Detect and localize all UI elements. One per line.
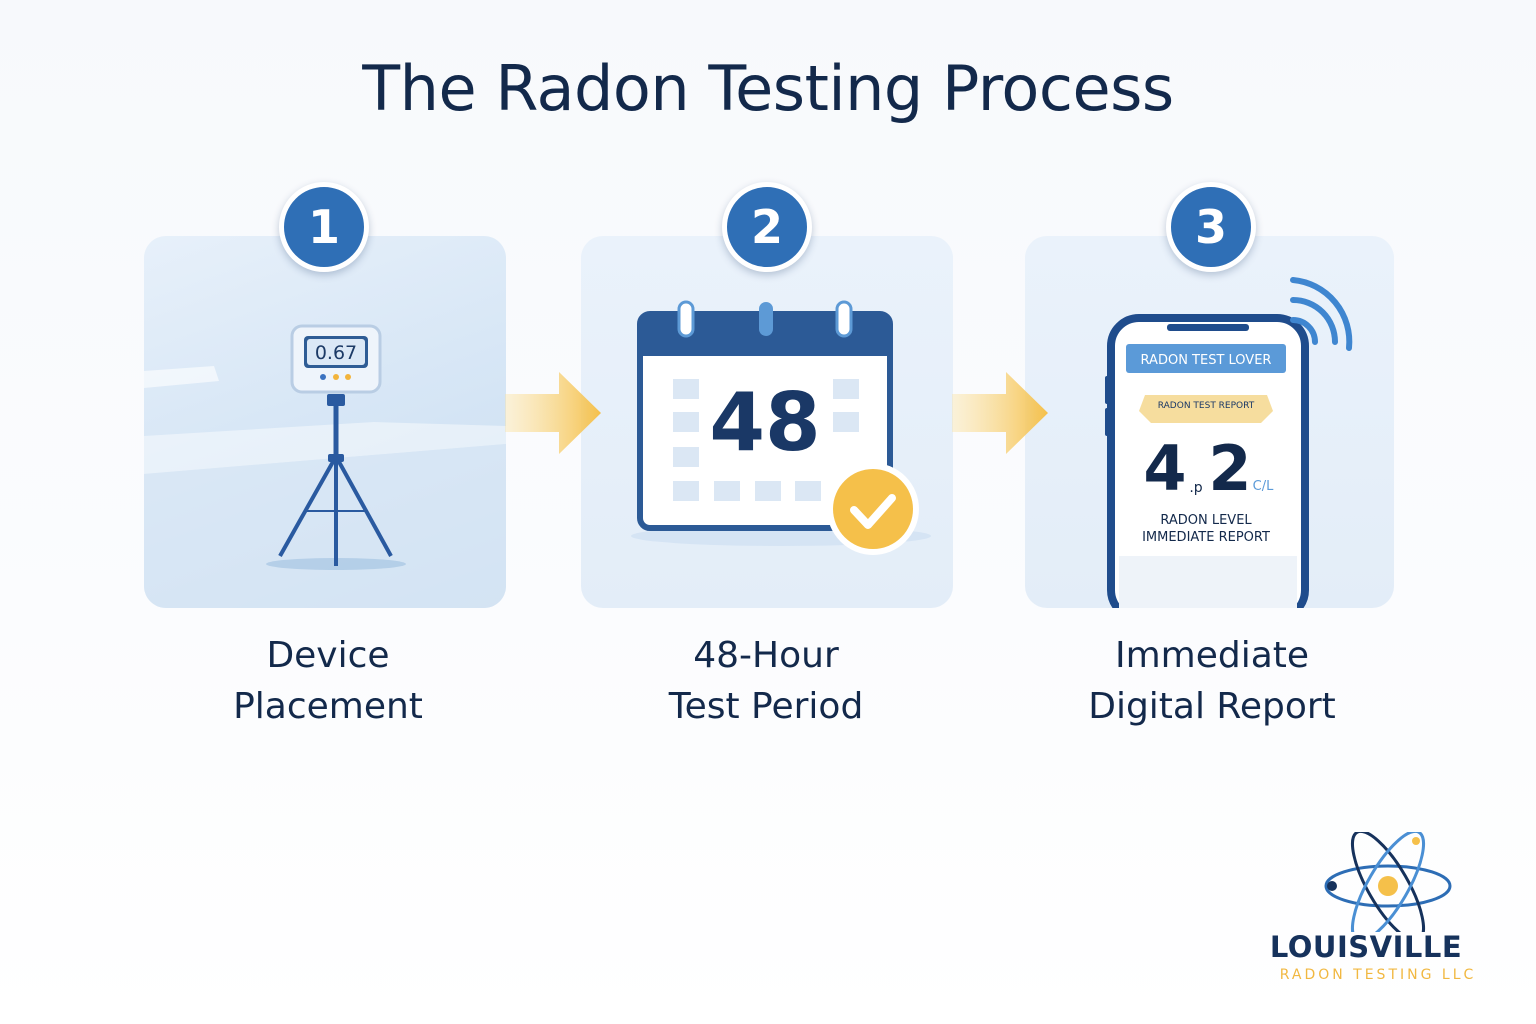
caption-line: Immediate xyxy=(1114,635,1310,676)
step-2-caption: 48-Hour Test Period xyxy=(576,630,956,732)
check-icon xyxy=(850,494,896,529)
radon-value-separator: .p xyxy=(1189,480,1202,496)
digital-report-panel: RADON TEST LOVER RADON TEST REPORT 4 .p … xyxy=(1025,236,1394,608)
step-1-badge: 1 xyxy=(279,182,369,272)
atom-logo-icon xyxy=(1324,832,1452,932)
radon-value-decimal: 2 xyxy=(1208,432,1251,505)
tripod-device-illustration: 0.67 xyxy=(144,324,506,608)
caption-line: 48-Hour xyxy=(693,635,839,676)
device-reading: 0.67 xyxy=(315,342,357,364)
caption-line: Digital Report xyxy=(1088,686,1336,727)
logo-subtitle: RADON TESTING LLC xyxy=(1279,967,1477,983)
phone-report-illustration: RADON TEST LOVER RADON TEST REPORT 4 .p … xyxy=(1105,277,1353,608)
step-3-caption: Immediate Digital Report xyxy=(1022,630,1402,732)
caption-line: Device xyxy=(266,635,390,676)
page-title: The Radon Testing Process xyxy=(362,52,1174,125)
arrow-right-icon xyxy=(952,372,1048,454)
device-placement-panel: 0.67 xyxy=(144,236,506,608)
calendar-hours-value: 48 xyxy=(709,376,820,469)
phone-header: RADON TEST LOVER xyxy=(1141,353,1272,368)
step-3-badge: 3 xyxy=(1166,182,1256,272)
radon-level-label: RADON LEVEL xyxy=(1160,513,1252,528)
calendar-icon: 48 xyxy=(631,300,931,555)
caption-line: Test Period xyxy=(668,686,864,727)
test-period-panel: 48 xyxy=(581,236,953,608)
logo-wordmark: LOUISVILLE xyxy=(1269,930,1463,964)
step-1-caption: Device Placement xyxy=(138,630,518,732)
radon-value-integer: 4 xyxy=(1143,432,1186,505)
phone-ribbon: RADON TEST REPORT xyxy=(1158,401,1255,411)
immediate-report-label: IMMEDIATE REPORT xyxy=(1142,530,1270,545)
radon-unit: C/L xyxy=(1253,479,1274,494)
wireless-signal-icon xyxy=(1290,277,1353,351)
step-2-badge: 2 xyxy=(722,182,812,272)
arrow-right-icon xyxy=(505,372,601,454)
caption-line: Placement xyxy=(233,686,423,727)
